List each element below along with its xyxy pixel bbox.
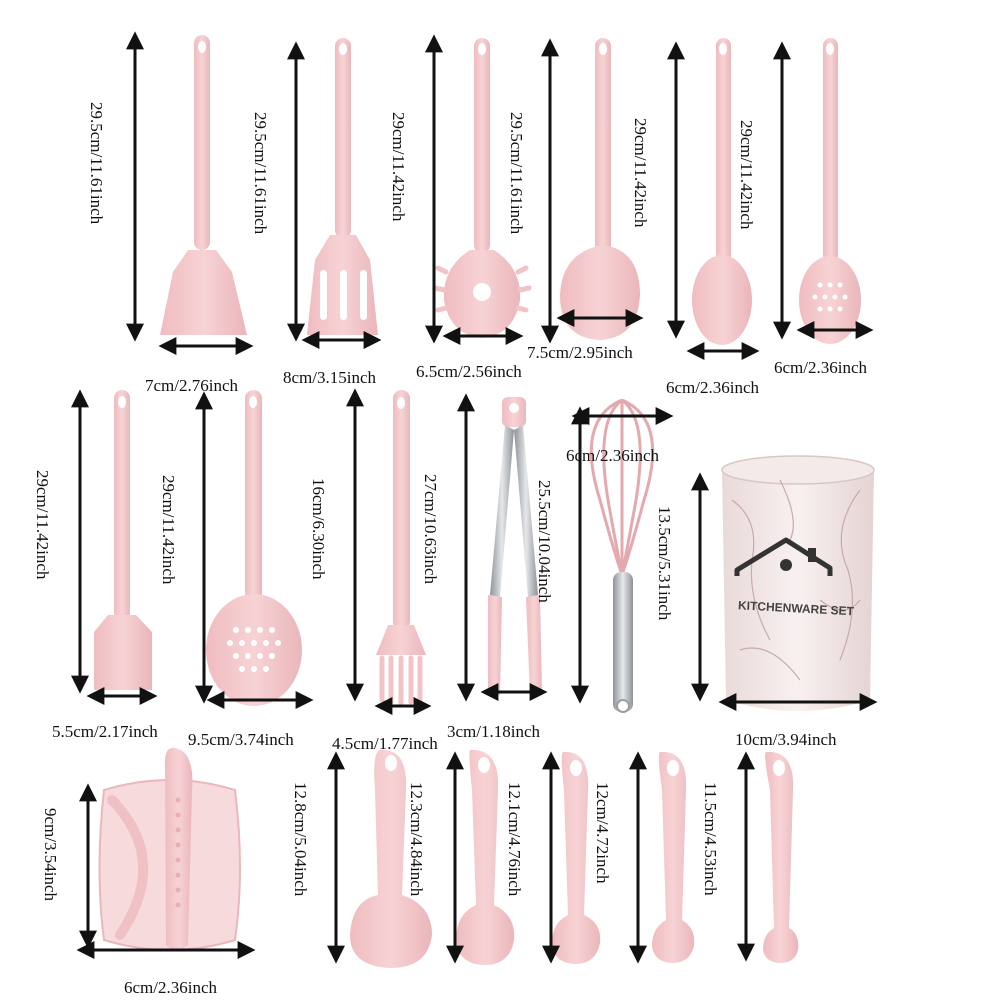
label-slotted-spoon-width: 6cm/2.36inch (774, 358, 868, 377)
label-measuring-spoon-1-length: 12.8cm/5.04inch (291, 782, 310, 897)
label-spatula-length: 29cm/11.42inch (33, 470, 52, 580)
holder-brand-text: KITCHENWARE SET (738, 598, 855, 618)
label-slotted-turner-width: 8cm/3.15inch (283, 368, 377, 387)
label-solid-turner-length: 29.5cm/11.61inch (87, 102, 106, 225)
label-solid-spoon-length: 29cm/11.42inch (631, 118, 650, 228)
measuring-spoon-2 (456, 749, 515, 965)
label-solid-spoon-width: 6cm/2.36inch (666, 378, 760, 397)
label-soup-ladle-length: 29.5cm/11.61inch (507, 112, 526, 235)
measuring-spoon-3 (552, 751, 601, 964)
label-spatula-width: 5.5cm/2.17inch (52, 722, 158, 741)
basting-brush (376, 390, 426, 706)
label-slotted-spoon-length: 29cm/11.42inch (737, 120, 756, 230)
measuring-spoon-1 (350, 749, 432, 968)
oven-mitt (98, 747, 241, 951)
label-skimmer-width: 9.5cm/3.74inch (188, 730, 294, 749)
label-measuring-spoon-5-length: 11.5cm/4.53inch (701, 782, 720, 896)
label-tongs-length: 27cm/10.63inch (421, 474, 440, 585)
label-whisk-length: 25.5cm/10.04inch (535, 480, 554, 603)
spaghetti-server (432, 38, 532, 338)
label-spaghetti-server-width: 6.5cm/2.56inch (416, 362, 522, 381)
solid-turner (160, 35, 247, 335)
label-measuring-spoon-2-length: 12.3cm/4.84inch (407, 782, 426, 897)
label-tongs-width: 3cm/1.18inch (447, 722, 541, 741)
tongs (488, 397, 542, 695)
label-measuring-spoon-3-length: 12.1cm/4.76inch (505, 782, 524, 897)
label-soup-ladle-width: 7.5cm/2.95inch (527, 343, 633, 362)
measuring-spoon-4 (652, 751, 695, 963)
solid-spoon (692, 38, 752, 345)
label-skimmer-length: 29cm/11.42inch (159, 475, 178, 585)
label-holder-width: 10cm/3.94inch (735, 730, 837, 749)
label-oven-mitt-length: 9cm/3.54inch (41, 808, 60, 902)
label-oven-mitt-width: 6cm/2.36inch (124, 978, 218, 997)
measuring-spoon-5 (763, 751, 799, 963)
label-holder-length: 13.5cm/5.31inch (655, 506, 674, 621)
label-basting-brush-length: 16cm/6.30inch (309, 478, 328, 580)
label-measuring-spoon-4-length: 12cm/4.72inch (593, 782, 612, 884)
spatula (94, 390, 152, 690)
label-solid-turner-width: 7cm/2.76inch (145, 376, 239, 395)
slotted-turner (307, 38, 378, 335)
utensil-holder: KITCHENWARE SET (721, 455, 875, 711)
dimension-arrows (71, 31, 878, 964)
label-basting-brush-width: 4.5cm/1.77inch (332, 734, 438, 753)
label-whisk-width: 6cm/2.36inch (566, 446, 660, 465)
soup-ladle (560, 38, 640, 340)
label-slotted-turner-length: 29.5cm/11.61inch (251, 112, 270, 235)
label-spaghetti-server-length: 29cm/11.42inch (389, 112, 408, 222)
slotted-spoon (799, 38, 861, 344)
skimmer (206, 390, 302, 706)
